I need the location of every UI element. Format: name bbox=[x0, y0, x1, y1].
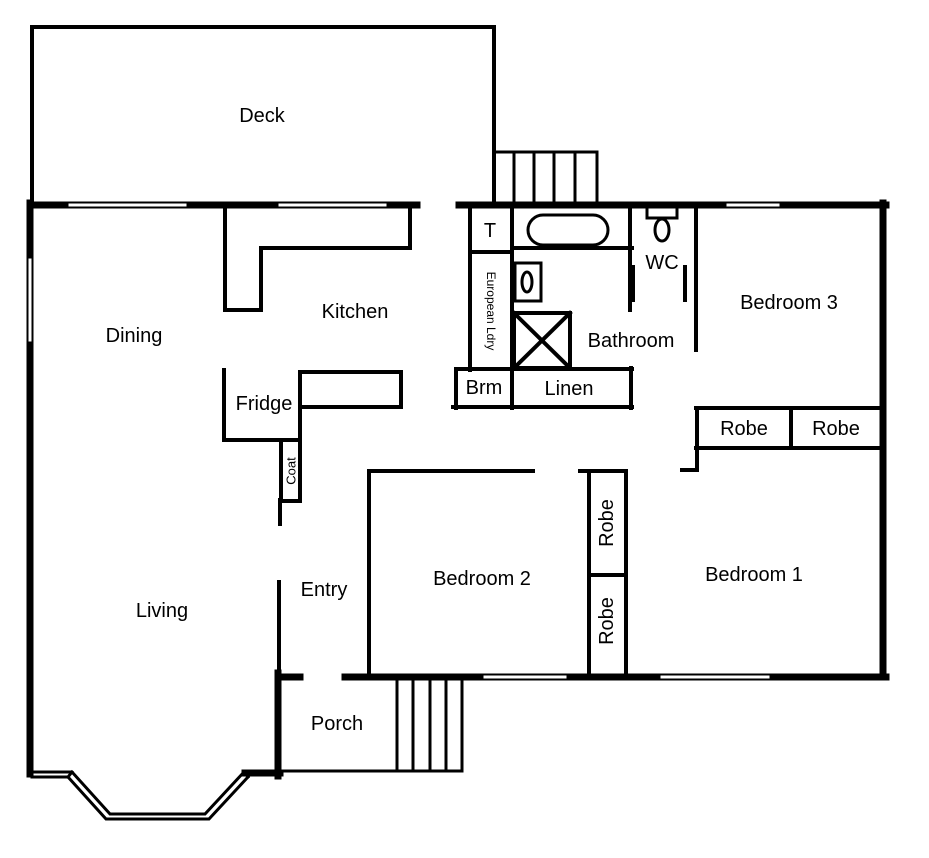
coat-label: Coat bbox=[283, 457, 299, 485]
dining-label: Dining bbox=[105, 325, 163, 347]
deck-stairs bbox=[494, 150, 599, 204]
robe-label: Robe bbox=[720, 418, 768, 440]
wc-label: WC bbox=[645, 252, 679, 274]
windows bbox=[28, 203, 780, 679]
deck-outline bbox=[30, 25, 496, 204]
toilet-cupboard-label: T bbox=[483, 220, 497, 242]
basin bbox=[513, 261, 543, 303]
porch-stairs bbox=[395, 678, 464, 773]
shower bbox=[511, 310, 573, 371]
european-laundry-label: European Ldry bbox=[484, 271, 498, 351]
bathtub bbox=[526, 213, 610, 247]
kitchen-bench-top bbox=[223, 205, 412, 312]
bedroom1-label: Bedroom 1 bbox=[705, 564, 803, 586]
bedroom1-robes bbox=[578, 469, 628, 678]
exterior-walls bbox=[26, 199, 890, 780]
fridge-label: Fridge bbox=[235, 393, 293, 415]
entry-label: Entry bbox=[300, 579, 348, 601]
robe-label: Robe bbox=[812, 418, 860, 440]
wc-walls bbox=[631, 205, 698, 352]
bathroom-label: Bathroom bbox=[587, 330, 675, 352]
bedroom2-label: Bedroom 2 bbox=[433, 568, 531, 590]
bedroom3-robes bbox=[680, 406, 883, 472]
broom-cupboard-label: Brm bbox=[465, 377, 503, 399]
linen-label: Linen bbox=[544, 378, 594, 400]
robe-label: Robe bbox=[596, 597, 618, 645]
kitchen-island bbox=[222, 368, 403, 442]
bedroom3-label: Bedroom 3 bbox=[740, 292, 838, 314]
deck-label: Deck bbox=[239, 105, 285, 127]
robe-label: Robe bbox=[596, 499, 618, 547]
toilet-cistern bbox=[645, 205, 679, 220]
kitchen-label: Kitchen bbox=[321, 301, 389, 323]
coat-cupboard bbox=[279, 439, 302, 503]
basin-bowl bbox=[520, 270, 534, 294]
porch-label: Porch bbox=[310, 713, 364, 735]
bedroom2-walls bbox=[367, 469, 535, 678]
living-label: Living bbox=[135, 600, 189, 622]
toilet-bowl bbox=[653, 217, 671, 243]
bay-window bbox=[28, 769, 252, 821]
